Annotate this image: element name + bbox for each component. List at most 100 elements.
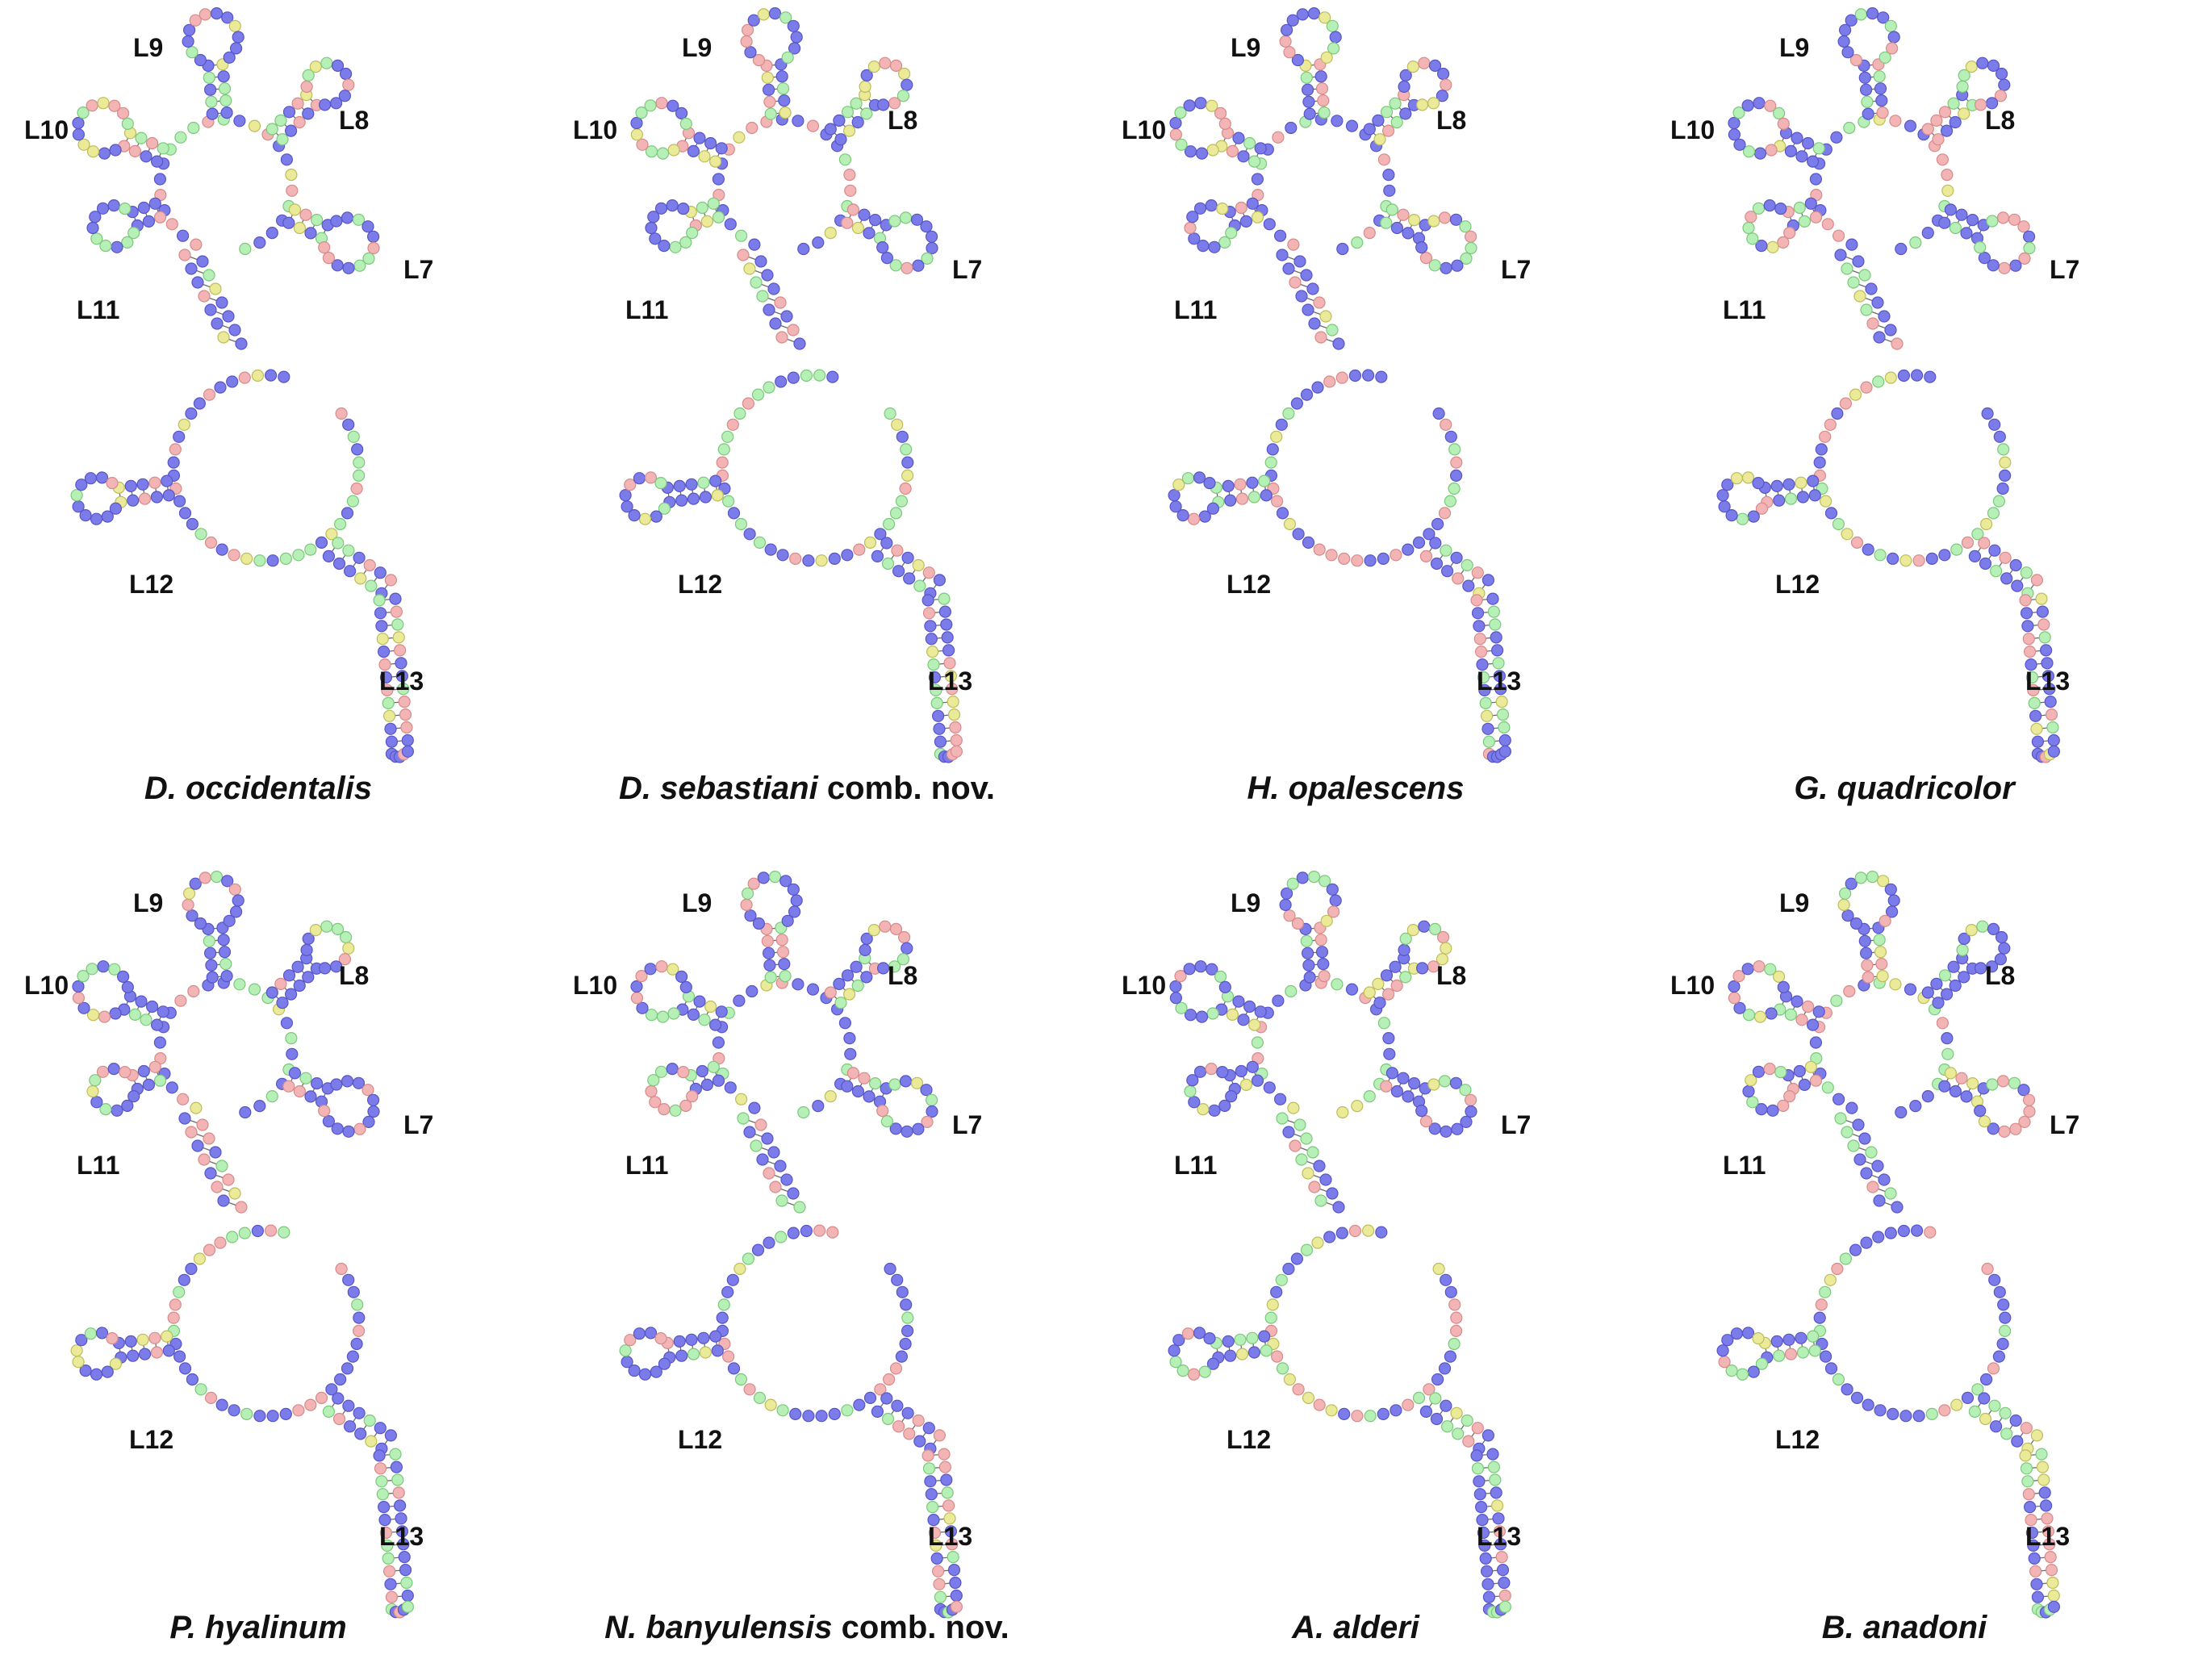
nucleotide [1335,371,1348,384]
nucleotide [1802,1000,1815,1013]
nucleotide [1218,236,1231,249]
loop-label-l9: L9 [1779,33,1809,62]
nucleotide [774,296,787,309]
nucleotide [293,221,306,235]
nucleotide [1958,69,1970,82]
nucleotide [2021,620,2034,633]
nucleotide [1862,1398,1874,1411]
nucleotide [1390,115,1403,129]
nucleotide [1293,255,1306,268]
nucleotide [669,1104,682,1117]
nucleotide [1807,1018,1820,1031]
nucleotide [1283,46,1296,59]
nucleotide [293,979,306,993]
nucleotide [401,745,414,758]
nucleotide [1981,407,1994,420]
nucleotide [1852,1118,1865,1131]
nucleotide [279,1407,292,1421]
nucleotide [186,1373,199,1386]
nucleotide [230,42,243,55]
nucleotide [1408,1077,1421,1090]
nucleotide [1845,14,1858,27]
nucleotide [1725,1364,1738,1377]
nucleotide [2043,683,2056,696]
nucleotide [400,1576,413,1590]
nucleotide [72,980,85,993]
nucleotide [1755,502,1768,515]
nucleotide [712,1074,725,1087]
nucleotide [1399,107,1412,120]
nucleotide [1841,262,1853,275]
nucleotide [1965,60,1978,73]
nucleotide [1450,551,1463,564]
nucleotide [1399,932,1412,946]
nucleotide [1887,552,1899,566]
nucleotide [203,388,216,401]
nucleotide [189,14,202,27]
nucleotide [806,983,820,996]
nucleotide [352,1076,366,1089]
nucleotide [218,82,232,95]
nucleotide [1266,1298,1279,1311]
nucleotide [390,605,403,618]
nucleotide [734,517,747,531]
nucleotide [1889,115,1902,127]
nucleotide [108,963,121,976]
nucleotide [1302,1391,1315,1405]
nucleotide [1351,1410,1364,1423]
nucleotide [1766,1104,1779,1117]
nucleotide [901,456,914,469]
nucleotide [1364,1410,1377,1423]
nucleotide [764,1398,777,1411]
nucleotide [137,1064,150,1078]
nucleotide [79,1364,92,1377]
nucleotide [367,230,380,243]
nucleotide [1804,1060,1817,1073]
nucleotide [1752,476,1765,490]
nucleotide [2020,1462,2033,1475]
loop-label-l13: L13 [1477,667,1521,696]
nucleotide [1986,215,1999,228]
nucleotide [1451,259,1464,272]
nucleotide [1208,1104,1221,1117]
nucleotide [1176,1364,1189,1377]
nucleotide [1938,216,1951,229]
nucleotide [792,115,804,127]
nucleotide [1272,994,1285,1007]
nucleotide [1861,959,1874,972]
nucleotide [1495,695,1508,708]
nucleotide [940,1473,953,1486]
nucleotide [1300,1132,1313,1145]
nucleotide [789,552,802,566]
nucleotide [644,99,657,112]
loop-label-l13: L13 [379,667,424,696]
nucleotide [826,370,839,383]
nucleotide [1302,1167,1314,1180]
nucleotide [1326,324,1339,336]
nucleotide [1784,1008,1797,1021]
nucleotide [1206,144,1219,157]
nucleotide [1302,303,1314,316]
nucleotide [1981,1262,1994,1276]
nucleotide [1363,227,1376,240]
nucleotide [1169,980,1182,993]
nucleotide [2036,1461,2049,1473]
nucleotide [950,745,963,758]
rna-structure [1716,7,2060,763]
nucleotide [117,107,130,119]
nucleotide [704,1000,717,1013]
nucleotide [883,1373,896,1386]
nucleotide [1313,1160,1326,1172]
nucleotide [666,1063,679,1076]
nucleotide [1891,337,1904,350]
nucleotide [884,1262,896,1276]
nucleotide [753,536,767,550]
nucleotide [1795,150,1808,163]
nucleotide [1821,1081,1834,1094]
nucleotide [934,735,947,748]
nucleotide [1448,443,1461,456]
nucleotide [850,960,863,973]
nucleotide [1390,1084,1403,1098]
nucleotide [1728,128,1741,141]
